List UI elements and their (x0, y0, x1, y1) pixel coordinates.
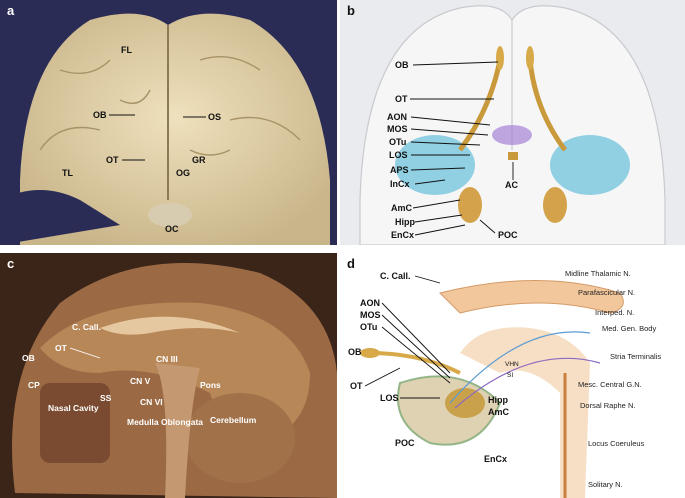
label-Locus: Locus Coeruleus (588, 439, 645, 448)
brainstem (155, 363, 200, 498)
panel-d: C. Call. AON MOS OTu OB OT LOS POC EnCx … (340, 253, 685, 498)
optic-chiasm-shape (148, 203, 192, 227)
label-CCall: C. Call. (72, 322, 101, 332)
panel-b: OB OT AON MOS OTu LOS APS InCx AC AmC Hi… (340, 0, 685, 245)
panel-letter: b (347, 3, 355, 18)
label-LOS: LOS (380, 393, 399, 403)
label-OT: OT (106, 155, 119, 165)
label-LOS: LOS (389, 150, 408, 160)
sagittal-section-photo: C. Call. OB OT CP Nasal Cavity SS CN III… (12, 263, 337, 498)
brain-base-photo: FL OB OS OT GR TL OG OC (0, 13, 330, 245)
gyri-pattern (39, 55, 301, 156)
label-OT: OT (350, 381, 363, 391)
label-OC: OC (165, 224, 179, 234)
olfactory-tract-left (457, 59, 503, 152)
label-CP: CP (28, 380, 40, 390)
label-OB: OB (22, 353, 35, 363)
label-Mesc: Mesc. Central G.N. (578, 380, 642, 389)
olfactory-connections-diagram: C. Call. AON MOS OTu OB OT LOS POC EnCx … (348, 269, 661, 498)
label-GR: GR (192, 155, 206, 165)
label-AON: AON (387, 112, 407, 122)
orbital-region (492, 125, 532, 145)
panel-letter: c (7, 256, 15, 271)
label-TL: TL (62, 168, 73, 178)
label-OT: OT (395, 94, 408, 104)
olfactory-tract-right (527, 59, 568, 152)
amygdala-left (458, 187, 482, 223)
label-AmC: AmC (488, 407, 510, 417)
label-VHN: VHN (505, 361, 519, 368)
corpus-callosum (100, 316, 240, 335)
panel-c: C. Call. OB OT CP Nasal Cavity SS CN III… (0, 253, 337, 498)
label-MOS: MOS (387, 124, 408, 134)
insular-cortex-right (550, 135, 630, 195)
label-NasalCavity: Nasal Cavity (48, 403, 99, 413)
label-OB: OB (395, 60, 409, 70)
label-Hipp: Hipp (395, 217, 415, 227)
label-SI: SI (507, 372, 513, 379)
label-Cerebellum: Cerebellum (210, 415, 257, 425)
label-OTu: OTu (360, 322, 377, 332)
label-CNVI: CN VI (140, 397, 163, 407)
label-MOS: MOS (360, 310, 381, 320)
label-Hipp: Hipp (488, 395, 508, 405)
label-MedGen: Med. Gen. Body (602, 324, 656, 333)
label-Parafascicular: Parafascicular N. (578, 288, 635, 297)
brain-hemispheres (20, 13, 330, 245)
label-CCall: C. Call. (380, 271, 411, 281)
label-Midline: Midline Thalamic N. (565, 269, 631, 278)
brainstem-outline (460, 327, 590, 498)
label-EnCx: EnCx (484, 454, 507, 464)
label-Medulla: Medulla Oblongata (127, 417, 203, 427)
label-Stria: Stria Terminalis (610, 352, 661, 361)
panel-letter: a (7, 3, 15, 18)
amygdala-cluster (445, 388, 485, 418)
insular-cortex-left (395, 135, 475, 195)
panel-a: FL OB OS OT GR TL OG OC a (0, 0, 337, 245)
label-Dorsal: Dorsal Raphe N. (580, 401, 635, 410)
label-SS: SS (100, 393, 112, 403)
label-InCx: InCx (390, 179, 410, 189)
corpus-callosum (439, 280, 624, 314)
label-AC: AC (505, 180, 518, 190)
label-CNIII: CN III (156, 354, 178, 364)
label-POC: POC (395, 438, 415, 448)
label-OTu: OTu (389, 137, 406, 147)
label-Pons: Pons (200, 380, 221, 390)
label-OB: OB (93, 110, 107, 120)
label-Solitary: Solitary N. (588, 480, 623, 489)
cerebellum-shape (185, 393, 295, 483)
label-AON: AON (360, 298, 380, 308)
olfactory-pathway-diagram: OB OT AON MOS OTu LOS APS InCx AC AmC Hi… (359, 5, 666, 245)
label-OS: OS (208, 112, 221, 122)
nasal-cavity-shape (40, 383, 110, 463)
label-AmC: AmC (391, 203, 413, 213)
label-EnCx: EnCx (391, 230, 414, 240)
label-CNV: CN V (130, 376, 151, 386)
label-APS: APS (390, 165, 409, 175)
panel-letter: d (347, 256, 355, 271)
label-OB: OB (348, 347, 362, 357)
label-FL: FL (121, 45, 132, 55)
label-OT: OT (55, 343, 68, 353)
label-Interped: Interped. N. (595, 308, 634, 317)
label-OG: OG (176, 168, 190, 178)
amygdala-right (543, 187, 567, 223)
label-POC: POC (498, 230, 518, 240)
